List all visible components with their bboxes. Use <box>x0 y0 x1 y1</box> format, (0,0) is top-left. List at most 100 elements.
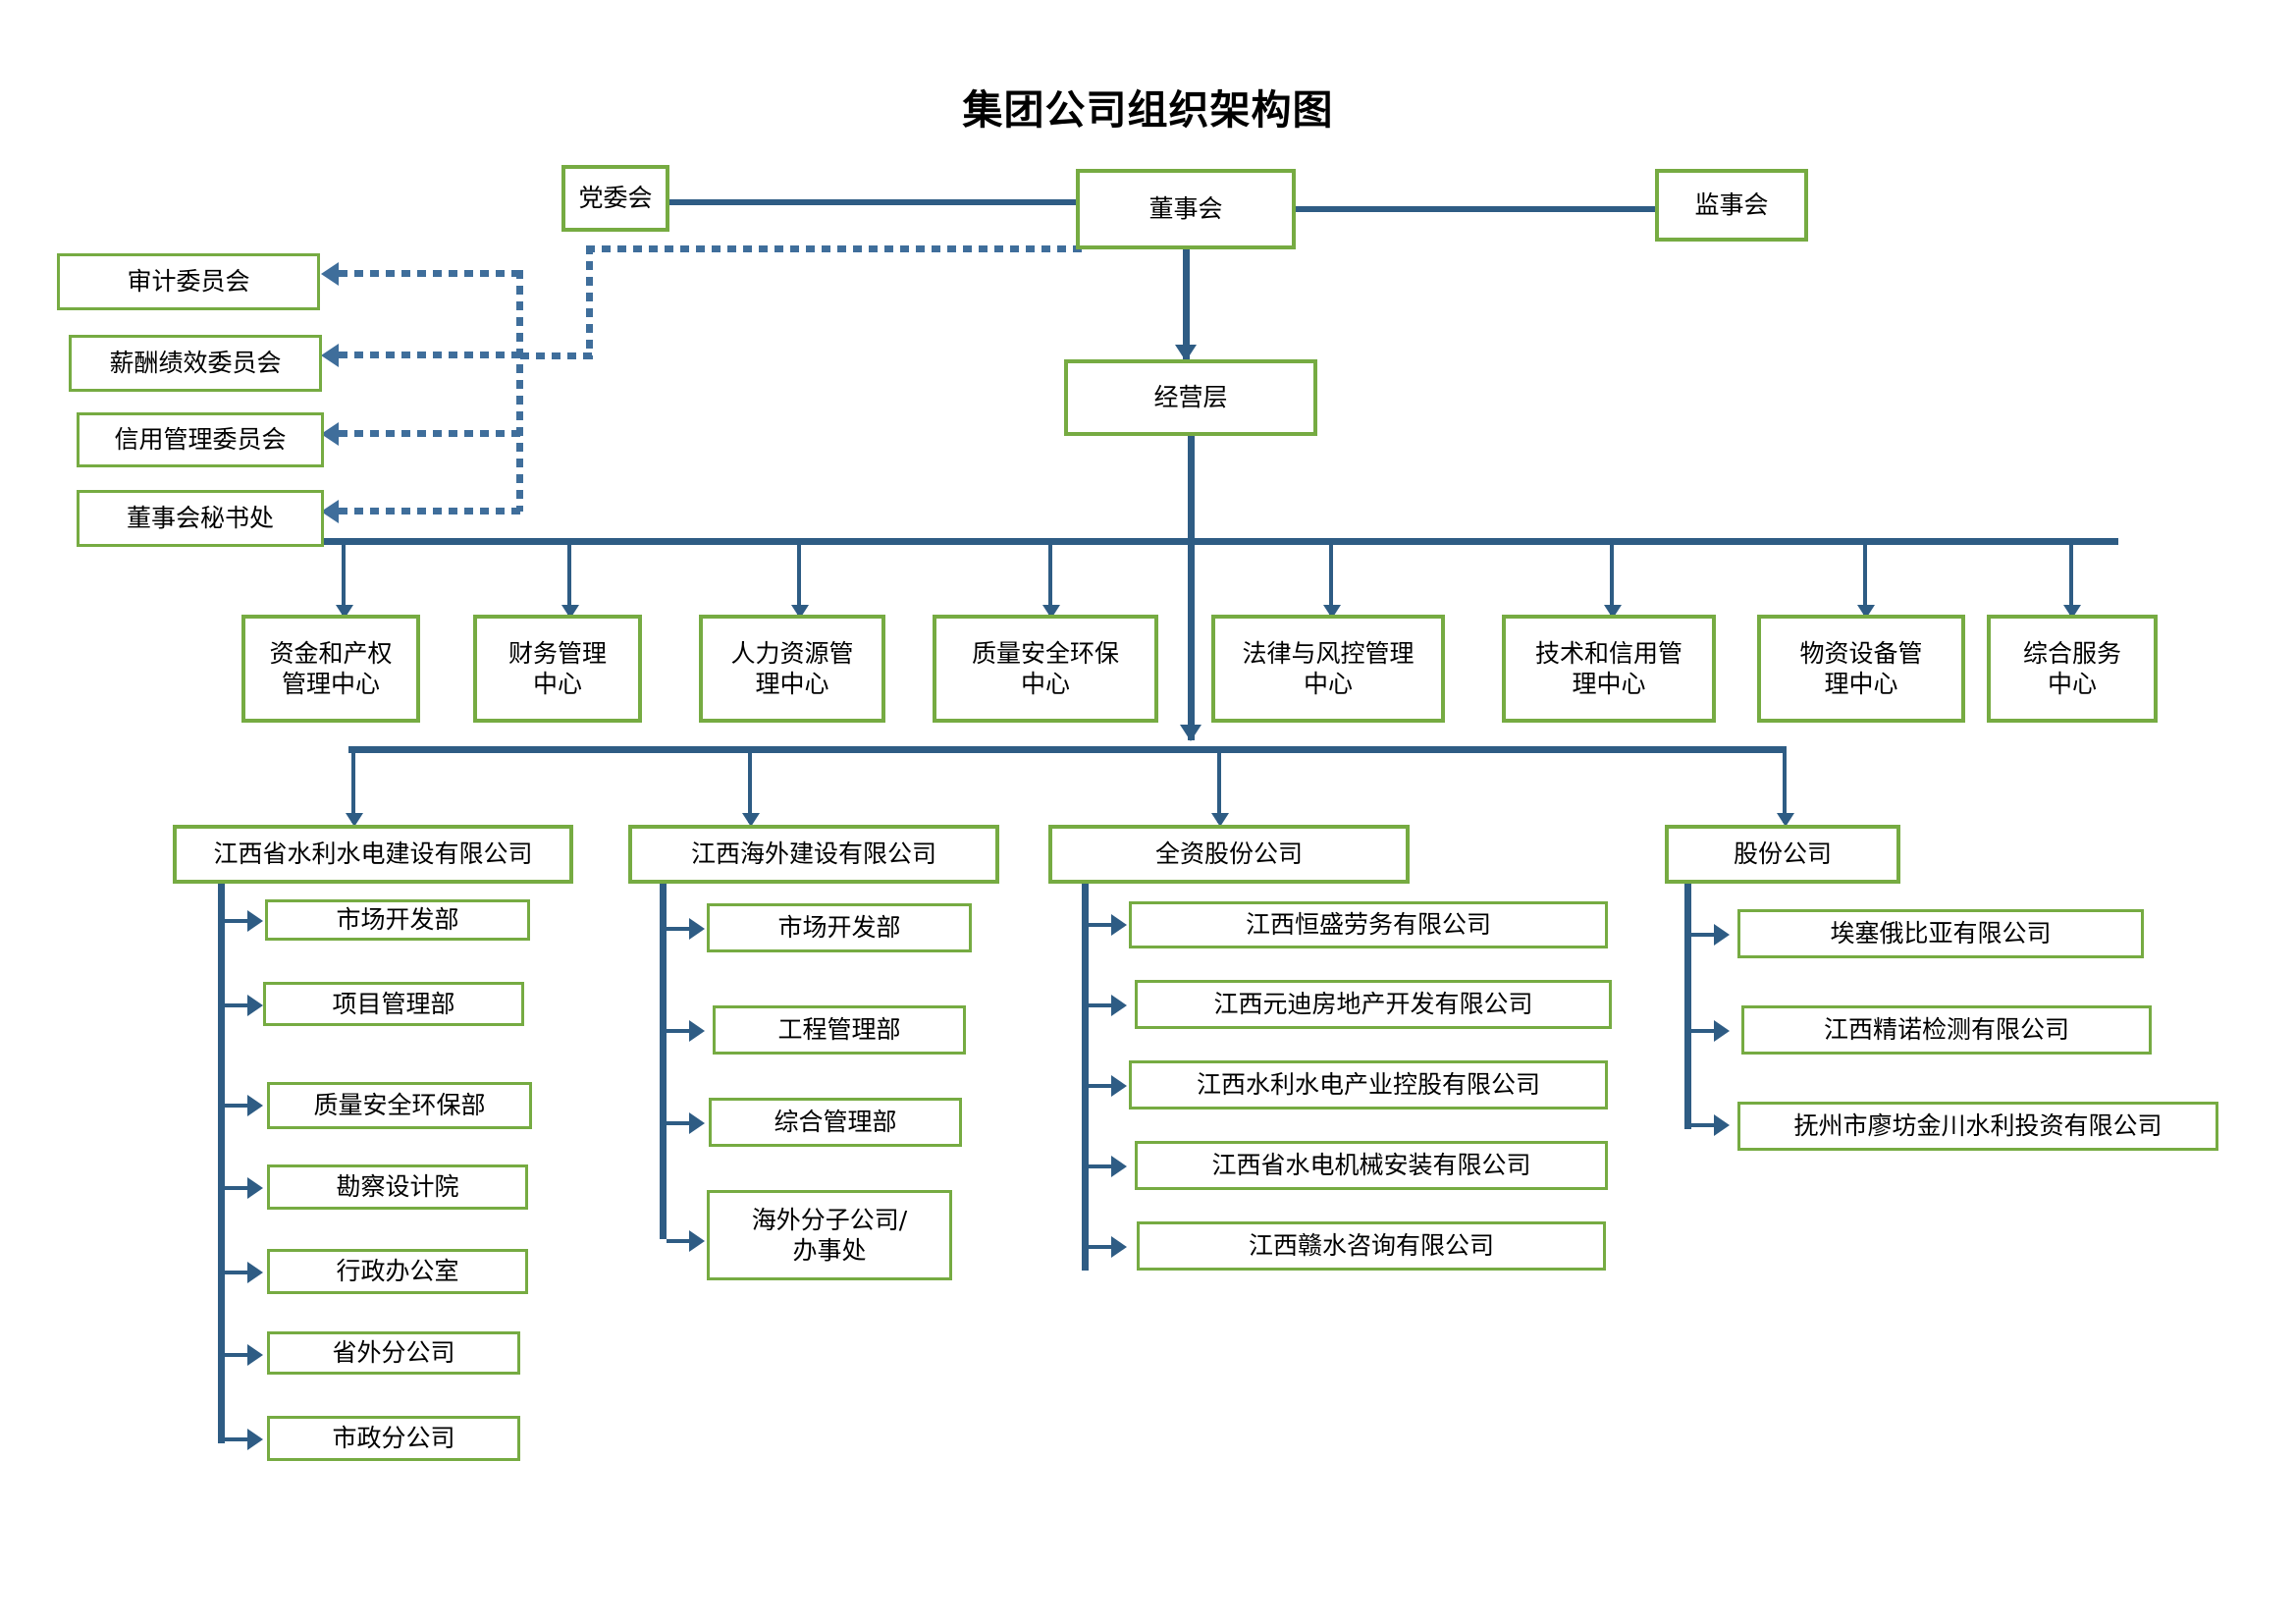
drop-center-3 <box>797 544 801 615</box>
branch-s1-c2 <box>225 1003 250 1007</box>
arrow-audit-icon <box>321 262 339 286</box>
label-center-2-line2: 中心 <box>532 670 582 698</box>
box-s1-municipal-branch[interactable]: 市政分公司 <box>267 1416 520 1461</box>
arrow-s3-c3-icon <box>1111 1075 1127 1097</box>
rail-subsidiary-2 <box>660 884 667 1239</box>
arrow-s3-c2-icon <box>1111 995 1127 1016</box>
link-centers-to-subs-bus <box>1188 544 1195 740</box>
box-center-general-services[interactable]: 综合服务 中心 <box>1987 615 2158 723</box>
arrow-s3-c1-icon <box>1111 914 1127 936</box>
label-center-2-line1: 财务管理 <box>507 638 607 668</box>
label-center-5-line2: 中心 <box>1303 670 1353 698</box>
box-s2-market-development[interactable]: 市场开发部 <box>707 903 972 952</box>
box-subsidiary-joint-stock[interactable]: 股份公司 <box>1665 825 1900 884</box>
arrow-s1-c5-icon <box>247 1262 263 1283</box>
box-committee-audit[interactable]: 审计委员会 <box>57 253 320 310</box>
box-center-hr[interactable]: 人力资源管 理中心 <box>699 615 885 723</box>
branch-s1-c7 <box>225 1437 250 1441</box>
label-center-8-line1: 综合服务 <box>2022 638 2121 668</box>
box-committee-compensation[interactable]: 薪酬绩效委员会 <box>69 335 322 392</box>
box-committee-credit[interactable]: 信用管理委员会 <box>77 412 324 467</box>
label-subsidiary-2: 江西海外建设有限公司 <box>690 839 936 869</box>
box-party-committee[interactable]: 党委会 <box>561 165 669 232</box>
arrow-board-to-management-icon <box>1175 345 1197 361</box>
box-s3-hydro-machinery-install[interactable]: 江西省水电机械安装有限公司 <box>1135 1141 1608 1190</box>
arrow-compensation-icon <box>321 344 339 367</box>
arrow-s3-c4-icon <box>1111 1156 1127 1177</box>
box-s1-out-of-province-branch[interactable]: 省外分公司 <box>267 1331 520 1375</box>
box-s3-hengsheng-labor[interactable]: 江西恒盛劳务有限公司 <box>1129 901 1608 948</box>
label-supervisory-board: 监事会 <box>1694 190 1769 220</box>
box-supervisory-board[interactable]: 监事会 <box>1655 169 1808 242</box>
box-center-funds-property[interactable]: 资金和产权 管理中心 <box>241 615 420 723</box>
branch-s3-c1 <box>1089 923 1114 927</box>
label-s4-c3: 抚州市廖坊金川水利投资有限公司 <box>1793 1111 2163 1141</box>
label-s4-c2: 江西精诺检测有限公司 <box>1823 1015 2069 1045</box>
branch-s2-c1 <box>667 927 692 931</box>
box-board-secretariat[interactable]: 董事会秘书处 <box>77 490 324 547</box>
box-board-of-directors[interactable]: 董事会 <box>1076 169 1296 249</box>
box-s2-general-management[interactable]: 综合管理部 <box>709 1098 962 1147</box>
dotted-branch-audit <box>339 270 523 277</box>
box-s4-jingnuo-testing[interactable]: 江西精诺检测有限公司 <box>1741 1005 2152 1055</box>
label-board-secretariat: 董事会秘书处 <box>126 504 274 533</box>
box-s1-project-management[interactable]: 项目管理部 <box>263 982 524 1026</box>
box-subsidiary-wholly-owned[interactable]: 全资股份公司 <box>1048 825 1410 884</box>
arrow-s4-c3-icon <box>1714 1114 1730 1136</box>
label-s1-c7: 市政分公司 <box>332 1424 455 1453</box>
label-center-4-line2: 中心 <box>1020 670 1070 698</box>
branch-s1-c6 <box>225 1353 250 1357</box>
dotted-board-left-stub <box>586 245 1085 252</box>
box-center-tech-credit[interactable]: 技术和信用管 理中心 <box>1502 615 1716 723</box>
dotted-committee-trunk <box>516 270 523 512</box>
page-title: 集团公司组织架构图 <box>962 86 1334 134</box>
box-s1-market-development[interactable]: 市场开发部 <box>265 899 530 941</box>
box-s4-fuzhou-liaofang-jinchuan[interactable]: 抚州市廖坊金川水利投资有限公司 <box>1737 1102 2218 1151</box>
label-s2-c3: 综合管理部 <box>774 1108 897 1137</box>
rail-subsidiary-3 <box>1082 884 1089 1271</box>
label-management-layer: 经营层 <box>1153 383 1228 412</box>
label-center-5-line1: 法律与风控管理 <box>1242 638 1415 668</box>
drop-subsidiary-2 <box>748 752 752 823</box>
box-subsidiary-jx-overseas[interactable]: 江西海外建设有限公司 <box>628 825 999 884</box>
box-s2-overseas-branch-office[interactable]: 海外分子公司/ 办事处 <box>707 1190 952 1280</box>
link-party-to-board <box>660 199 1084 205</box>
rail-subsidiary-4 <box>1684 884 1691 1129</box>
box-s4-ethiopia[interactable]: 埃塞俄比亚有限公司 <box>1737 909 2144 958</box>
box-management-layer[interactable]: 经营层 <box>1064 359 1317 436</box>
arrow-s1-c4-icon <box>247 1177 263 1199</box>
label-subsidiary-1: 江西省水利水电建设有限公司 <box>213 839 533 869</box>
arrow-s4-c1-icon <box>1714 924 1730 946</box>
label-s2-c4-line2: 办事处 <box>792 1236 867 1265</box>
box-subsidiary-jx-water-power[interactable]: 江西省水利水电建设有限公司 <box>173 825 573 884</box>
box-s3-yuandi-real-estate[interactable]: 江西元迪房地产开发有限公司 <box>1135 980 1612 1029</box>
arrow-subsidiary-1-icon <box>346 813 363 827</box>
drop-center-1 <box>342 544 346 615</box>
branch-s2-c3 <box>667 1121 692 1125</box>
label-s3-c2: 江西元迪房地产开发有限公司 <box>1213 990 1533 1019</box>
arrow-s2-c4-icon <box>689 1230 705 1252</box>
label-s1-c1: 市场开发部 <box>336 905 459 935</box>
box-s2-engineering-management[interactable]: 工程管理部 <box>713 1005 966 1055</box>
label-s1-c2: 项目管理部 <box>332 989 455 1018</box>
box-center-finance[interactable]: 财务管理 中心 <box>473 615 642 723</box>
label-center-6-line1: 技术和信用管 <box>1534 638 1682 668</box>
branch-s4-c2 <box>1691 1029 1717 1033</box>
box-center-quality-safety-env[interactable]: 质量安全环保 中心 <box>933 615 1158 723</box>
label-committee-audit: 审计委员会 <box>127 267 250 297</box>
box-s3-ganshui-consulting[interactable]: 江西赣水咨询有限公司 <box>1137 1221 1606 1271</box>
drop-center-2 <box>567 544 571 615</box>
box-center-materials-equipment[interactable]: 物资设备管 理中心 <box>1757 615 1965 723</box>
box-s1-quality-safety-env[interactable]: 质量安全环保部 <box>267 1082 532 1129</box>
box-center-legal-risk[interactable]: 法律与风控管理 中心 <box>1211 615 1445 723</box>
arrow-s2-c2-icon <box>689 1020 705 1042</box>
arrow-credit-icon <box>321 422 339 446</box>
branch-s3-c5 <box>1089 1245 1114 1249</box>
box-s3-water-power-industry-holding[interactable]: 江西水利水电产业控股有限公司 <box>1129 1060 1608 1110</box>
dotted-branch-credit <box>339 430 523 437</box>
box-s1-admin-office[interactable]: 行政办公室 <box>267 1249 528 1294</box>
link-board-to-management <box>1183 249 1190 359</box>
box-s1-survey-design-institute[interactable]: 勘察设计院 <box>267 1164 528 1210</box>
arrow-subsidiary-4-icon <box>1777 813 1794 827</box>
